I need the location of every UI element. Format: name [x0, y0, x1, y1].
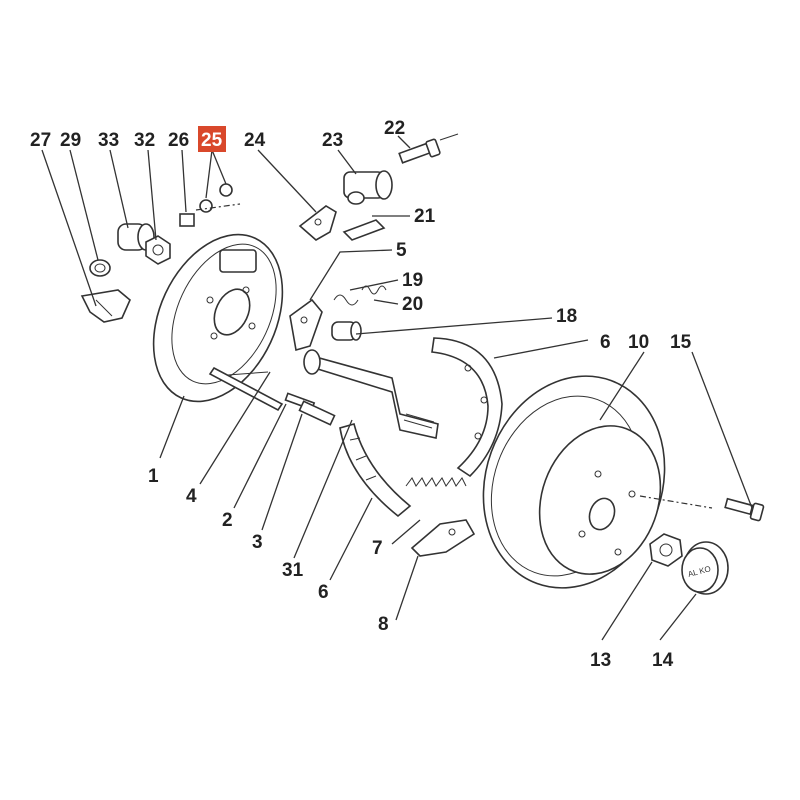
label-29: 29	[60, 130, 81, 151]
label-31: 31	[282, 560, 304, 581]
part-6-brake-shoe	[431, 337, 503, 478]
part-22-bolt	[398, 133, 459, 164]
leader-lines	[41, 135, 753, 641]
label-22: 22	[384, 118, 405, 139]
callout-labels: 27 29 33 32 26 25 24 23 22 21 5 19 20 18…	[30, 118, 692, 671]
label-3: 3	[252, 532, 263, 553]
label-13: 13	[590, 650, 611, 671]
part-15-wheel-stud	[639, 495, 765, 522]
part-25-nut	[195, 183, 241, 213]
label-14: 14	[652, 650, 674, 671]
label-18: 18	[556, 306, 577, 327]
label-21: 21	[414, 206, 436, 227]
part-19-spring	[333, 294, 359, 306]
label-7: 7	[372, 538, 383, 559]
part-18-cylinder	[331, 321, 362, 341]
label-8: 8	[378, 614, 389, 635]
part-4-rod	[208, 366, 284, 412]
part-24-bracket	[298, 205, 337, 241]
part-3-clip	[298, 400, 336, 426]
label-25: 25	[201, 130, 223, 151]
part-10-drum	[482, 375, 666, 589]
part-axle-stub	[303, 349, 439, 439]
part-7-spring	[405, 477, 467, 487]
part-20-spring	[361, 285, 387, 295]
part-13-hub-nut	[649, 533, 683, 567]
label-6-top: 6	[600, 332, 611, 353]
label-15: 15	[670, 332, 692, 353]
part-29-bushing	[89, 259, 111, 277]
part-5-lever	[289, 298, 323, 352]
label-20: 20	[402, 294, 423, 315]
label-2: 2	[222, 510, 233, 531]
label-1: 1	[148, 466, 159, 487]
part-23-sleeve	[343, 170, 393, 205]
label-25-highlight	[198, 126, 226, 152]
part-1-backing-plate	[152, 233, 284, 403]
label-10: 10	[628, 332, 649, 353]
part-21-lever	[342, 219, 386, 241]
label-27: 27	[30, 130, 51, 151]
label-23: 23	[322, 130, 343, 151]
part-26-plate	[179, 213, 195, 227]
label-26: 26	[168, 130, 189, 151]
label-4: 4	[186, 486, 197, 507]
label-33: 33	[98, 130, 119, 151]
part-14-hub-cap: AL KO	[681, 541, 729, 595]
label-5: 5	[396, 240, 407, 261]
label-24: 24	[244, 130, 266, 151]
part-31-brake-shoe	[339, 423, 412, 518]
part-27-clip	[80, 289, 131, 323]
part-32-nut	[145, 235, 171, 265]
part-8-adjuster	[410, 519, 476, 557]
label-32: 32	[134, 130, 155, 151]
label-6-bottom: 6	[318, 582, 329, 603]
label-19: 19	[402, 270, 423, 291]
